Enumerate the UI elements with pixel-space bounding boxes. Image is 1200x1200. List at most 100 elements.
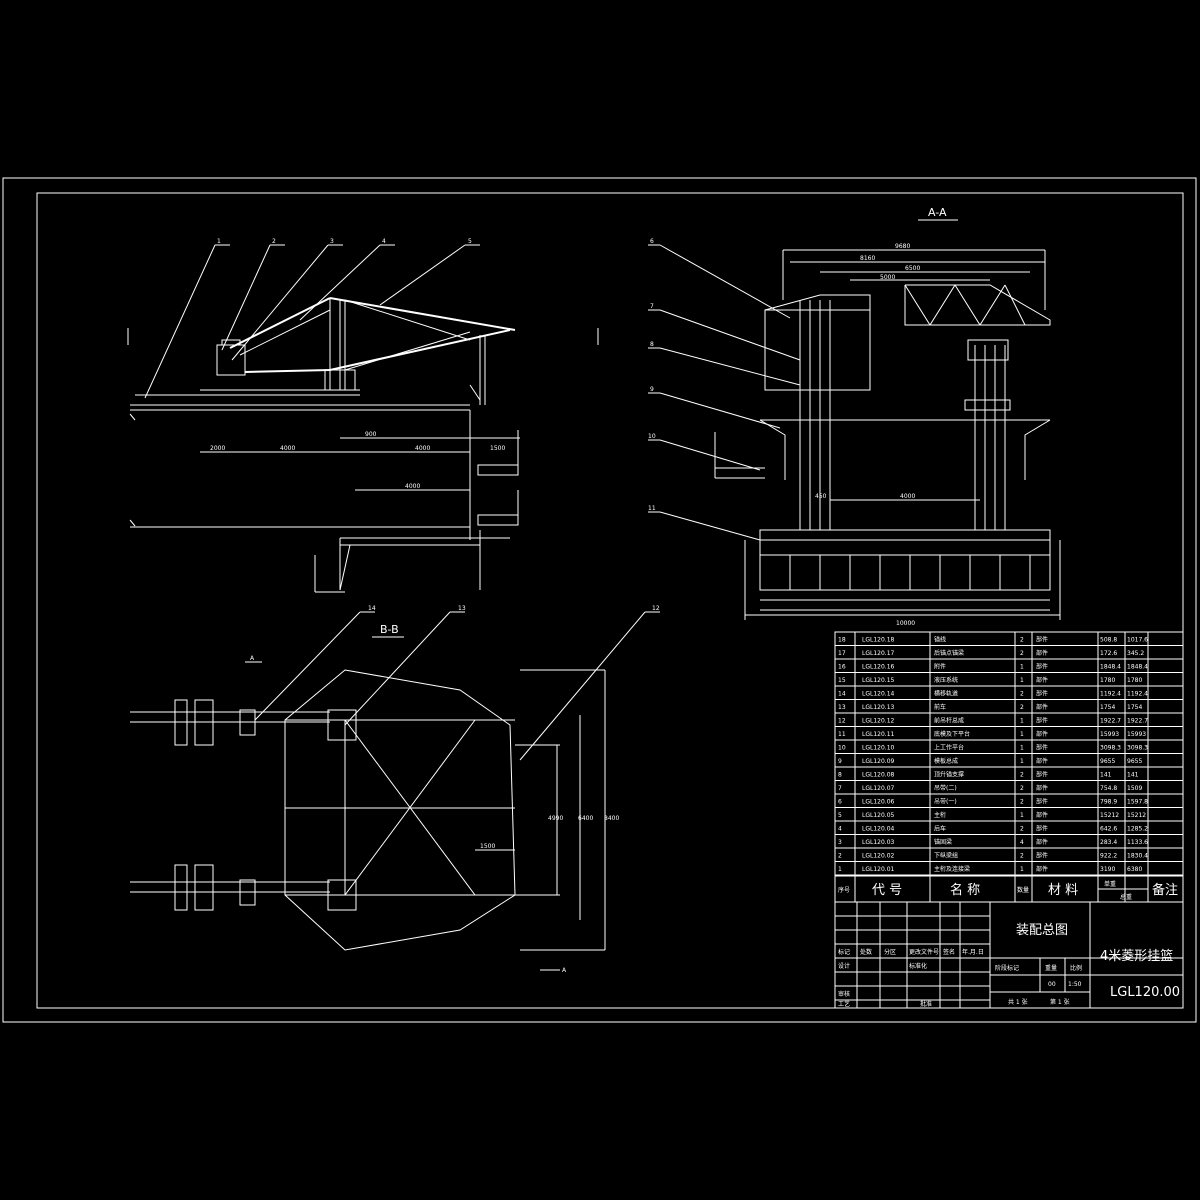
bom-cell: 15993: [1100, 731, 1119, 738]
bom-cell: 13: [838, 704, 846, 711]
bom-cell: 1: [1020, 677, 1024, 684]
bom-cell: 754.8: [1100, 785, 1117, 792]
bom-cell: 3190: [1100, 866, 1115, 873]
sheet-inner-border: [36, 192, 1184, 1009]
bom-cell: 1754: [1100, 704, 1115, 711]
bom-cell: 锚固梁: [934, 838, 952, 846]
bom-cell: 2: [1020, 691, 1024, 698]
bom-cell: 1: [1020, 758, 1024, 765]
bom-cell: 141: [1127, 772, 1139, 779]
bom-header-material: 材 料: [1048, 883, 1078, 898]
bom-cell: 前吊杆总成: [934, 717, 964, 725]
bom-cell: 1133.6: [1127, 839, 1148, 846]
bom-cell: 部件: [1036, 825, 1048, 833]
bom-cell: 1922.7: [1100, 718, 1121, 725]
bom-cell: 798.9: [1100, 799, 1117, 806]
bom-cell: 2: [1020, 637, 1024, 644]
bom-cell: 1: [1020, 664, 1024, 671]
bom-cell: 2: [1020, 704, 1024, 711]
tb-label-zone: 分区: [884, 948, 896, 956]
bom-cell: 1: [838, 866, 842, 873]
bom-cell: LGL120.02: [862, 853, 895, 860]
bom-cell: 部件: [1036, 649, 1048, 657]
bom-cell: 4: [1020, 839, 1024, 846]
tb-scale: 1:50: [1068, 981, 1082, 988]
bom-cell: LGL120.16: [862, 664, 895, 671]
bom-cell: 1754: [1127, 704, 1142, 711]
view-label-aa: A-A: [928, 206, 947, 219]
title-block: [834, 901, 1184, 1009]
bom-header-code: 代 号: [872, 883, 902, 898]
bom-cell: 2: [1020, 785, 1024, 792]
bom-cell: 283.4: [1100, 839, 1117, 846]
bom-cell: 11: [838, 731, 846, 738]
bb-callout-13: 13: [458, 605, 466, 612]
bom-cell: LGL120.17: [862, 650, 895, 657]
tb-label-change-doc: 更改文件号: [909, 948, 939, 956]
bom-cell: 主桁及连接梁: [934, 865, 970, 873]
bom-cell: 部件: [1036, 865, 1048, 873]
bom-header-name: 名 称: [950, 882, 980, 898]
bom-cell: 部件: [1036, 690, 1048, 698]
bom-cell: 部件: [1036, 771, 1048, 779]
bom-cell: 15993: [1127, 731, 1146, 738]
bom-cell: LGL120.12: [862, 718, 895, 725]
bb-callout-14: 14: [368, 605, 376, 612]
bom-cell: 液压系统: [934, 676, 958, 684]
bom-cell: 141: [1100, 772, 1112, 779]
svg-text:4990: 4990: [548, 815, 563, 822]
bom-cell: 1922.7: [1127, 718, 1148, 725]
bom-header-total-weight: 总重: [1120, 893, 1132, 901]
svg-text:1500: 1500: [480, 843, 495, 850]
bom-cell: 1192.4: [1127, 691, 1148, 698]
tb-role-review: 审核: [838, 990, 850, 998]
bom-cell: 横移轨道: [934, 690, 958, 698]
svg-text:4000: 4000: [280, 445, 295, 452]
bom-header-no: 序号: [838, 886, 850, 894]
bom-cell: 1848.4: [1127, 664, 1148, 671]
bom-cell: 1780: [1127, 677, 1142, 684]
bom-cell: 1: [1020, 718, 1024, 725]
svg-text:4000: 4000: [900, 493, 915, 500]
bom-cell: 9: [838, 758, 842, 765]
bom-cell: 后车: [934, 825, 946, 833]
bom-cell: 1285.2: [1127, 826, 1148, 833]
bom-cell: 15: [838, 677, 846, 684]
bom-cell: 部件: [1036, 811, 1048, 819]
bom-cell: 1848.4: [1100, 664, 1121, 671]
bom-cell: 锚线: [934, 636, 946, 644]
bom-cell: LGL120.14: [862, 691, 895, 698]
tb-stage-label: 阶段标记: [995, 964, 1019, 972]
svg-text:A: A: [250, 655, 255, 662]
bom-cell: 7: [838, 785, 842, 792]
view-label-bb: B-B: [380, 623, 399, 636]
drawing-name: 装配总图: [1016, 923, 1068, 938]
bom-cell: 18: [838, 637, 846, 644]
svg-text:1500: 1500: [490, 445, 505, 452]
bom-cell: 附件: [934, 663, 946, 671]
bom-cell: 1: [1020, 866, 1024, 873]
bom-cell: LGL120.09: [862, 758, 895, 765]
tb-weight-label: 重量: [1045, 964, 1057, 972]
drawing-number: LGL120.00: [1110, 985, 1180, 1000]
bom-cell: 部件: [1036, 717, 1048, 725]
bom-cell: 顶升锚支撑: [934, 771, 964, 779]
bom-cell: 9655: [1127, 758, 1142, 765]
bom-cell: 8: [838, 772, 842, 779]
bom-cell: 1830.4: [1127, 853, 1148, 860]
bom-cell: LGL120.11: [862, 731, 895, 738]
bom-cell: 模板总成: [934, 757, 958, 765]
tb-label-signature: 签名: [943, 948, 955, 956]
bom-cell: 2: [1020, 799, 1024, 806]
bom-cell: 1: [1020, 745, 1024, 752]
bom-cell: 10: [838, 745, 846, 752]
svg-text:8160: 8160: [860, 255, 875, 262]
bom-cell: 部件: [1036, 636, 1048, 644]
bom-cell: 17: [838, 650, 846, 657]
plan-bb-view: 4990 6400 8400 1500 A A: [130, 611, 660, 974]
bom-cell: 15212: [1127, 812, 1146, 819]
bom-cell: LGL120.01: [862, 866, 895, 873]
bom-cell: 922.2: [1100, 853, 1117, 860]
